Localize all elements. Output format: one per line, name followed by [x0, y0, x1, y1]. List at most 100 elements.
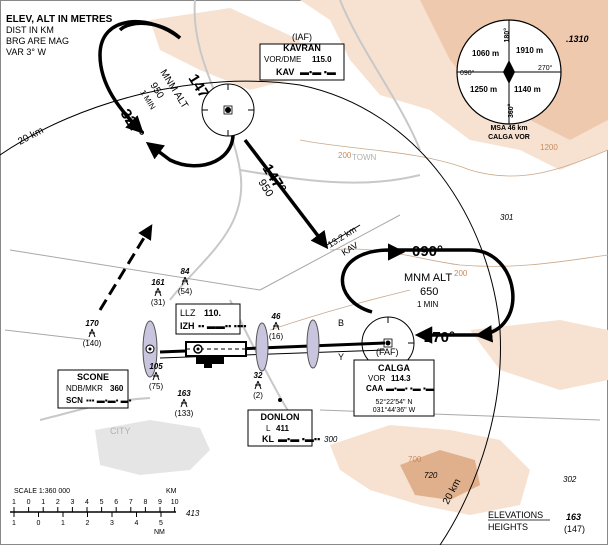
scale-tick-label: 5: [159, 520, 163, 527]
msa-sector-nw: 1060 m: [472, 49, 499, 58]
contour-line: [269, 289, 411, 331]
railway: [259, 214, 401, 291]
calga-mnm-alt-label: MNM ALT: [404, 272, 452, 284]
donlon-locator: [278, 398, 282, 402]
msa-north-radial: 180°: [503, 28, 511, 43]
distance-leader: [326, 224, 361, 246]
obstacle-elevation: 105: [149, 362, 163, 371]
scale-tick-label: 9: [158, 499, 162, 506]
obstacle-icon: [154, 287, 162, 297]
llz-label: LLZ: [180, 308, 196, 318]
header-var: VAR 3° W: [6, 47, 46, 57]
inner-marker-ellipse: [306, 319, 320, 369]
calga-freq: 114.3: [391, 374, 411, 383]
contour-value: 1200: [540, 143, 558, 152]
obstacle: 32 (2): [253, 371, 263, 400]
header-brg: BRG ARE MAG: [6, 36, 69, 46]
dme-arc-20km: [0, 80, 501, 545]
railway: [9, 249, 261, 291]
city-label: CITY: [110, 426, 131, 436]
obstacle: 46(16): [269, 312, 284, 341]
legend-height-sample: (147): [564, 524, 585, 534]
donlon-freq: 411: [276, 424, 289, 433]
scone-ident: SCN: [66, 396, 83, 405]
msa-caption: CALGA VOR: [488, 134, 530, 141]
msa-south-radial: 360°: [507, 103, 515, 118]
obstacle-height: (2): [253, 391, 263, 400]
scale-tick-label: 0: [37, 520, 41, 527]
kavran-freq-label: VOR/DME: [264, 55, 301, 64]
legend-elevation-sample: 163: [566, 512, 581, 522]
contour-line: [299, 139, 608, 177]
obstacle: 163(133): [175, 389, 194, 418]
obstacle-elevation: 161: [151, 278, 165, 287]
marker-b: B: [338, 318, 344, 328]
scale-tick-label: 1: [12, 499, 16, 506]
legend-elevations: ELEVATIONS: [488, 510, 543, 520]
calga-latitude: 52°22'54" N: [376, 398, 413, 406]
calga-morse: ▬▪▬▪ ▪▬ ▪▬: [386, 384, 434, 393]
city-area: [95, 420, 210, 475]
msa-east-radial: 270°: [538, 64, 553, 72]
holding-pattern-calga: [340, 248, 515, 343]
road: [239, 169, 421, 184]
msa-sector-se: 1140 m: [514, 85, 541, 94]
approach-course-147: [243, 138, 329, 250]
msa-diagram: [456, 19, 562, 125]
msa-sector-sw: 1250 m: [470, 85, 497, 94]
spot-elevation: 413: [186, 509, 200, 518]
obstacle-height: (16): [269, 332, 284, 341]
calga-inbound-course: 270°: [424, 329, 455, 346]
llz-ident: IZH: [180, 321, 195, 331]
scone-name: SCONE: [77, 372, 109, 382]
scale-tick-label: 2: [56, 499, 60, 506]
kavran-name: KAVRAN: [283, 43, 321, 53]
llz-freq: 110.: [204, 308, 221, 318]
scone-freq: 360: [110, 384, 124, 393]
contour-value: 200: [338, 151, 352, 160]
donlon-name: DONLON: [261, 412, 300, 422]
donlon-freq-label: L: [266, 424, 271, 433]
spot-elevation: 300: [324, 435, 338, 444]
calga-mnm-alt: 650: [420, 286, 438, 298]
scale-tick-label: 6: [114, 499, 118, 506]
kavran-vor-rose: [201, 83, 255, 137]
calga-name: CALGA: [378, 363, 410, 373]
scale-tick-label: 3: [70, 499, 74, 506]
scale-tick-label: 8: [143, 499, 147, 506]
kavran-freq: 115.0: [312, 55, 332, 64]
obstacle: 170(140): [83, 319, 102, 348]
obstacle-elevation: 163: [177, 389, 191, 398]
kavran-iaf: (IAF): [292, 32, 312, 42]
contour-value: 700: [408, 455, 422, 464]
scale-label: SCALE 1:360 000: [14, 488, 70, 495]
terrain-south-dark: [400, 450, 480, 500]
scale-nm-label: NM: [154, 529, 165, 536]
obstacle-height: (31): [151, 298, 166, 307]
msa-sector-ne: 1910 m: [516, 46, 543, 55]
scale-tick-label: 2: [86, 520, 90, 527]
llz-morse: ▪▪ ▬▬▪▪ ▪▪▪▪: [198, 321, 247, 331]
obstacle-elevation: 170: [85, 319, 99, 328]
obstacle-icon: [180, 398, 188, 408]
legend-heights: HEIGHTS: [488, 522, 528, 532]
calga-hold-time: 1 MIN: [417, 300, 439, 309]
scale-tick-label: 4: [135, 520, 139, 527]
obstacle-icon: [88, 328, 96, 338]
spot-elevation: 302: [563, 475, 577, 484]
calga-ident: CAA: [366, 384, 384, 393]
runway: [185, 341, 247, 368]
scale-tick-label: 1: [41, 499, 45, 506]
calga-faf: (FAF): [376, 347, 399, 357]
kavran-ident: KAV: [276, 67, 294, 77]
calga-longitude: 031°44'36" W: [373, 406, 416, 414]
obstacle-elevation: 32: [254, 371, 263, 380]
terrain-east-area: [470, 320, 608, 390]
peak-elevation: .1310: [566, 34, 589, 44]
scale-tick-label: 1: [61, 520, 65, 527]
scale-tick-label: 0: [27, 499, 31, 506]
scale-km-label: KM: [166, 488, 177, 495]
header-units: ELEV, ALT IN METRES: [6, 14, 113, 25]
obstacle: 84(54): [178, 267, 193, 296]
